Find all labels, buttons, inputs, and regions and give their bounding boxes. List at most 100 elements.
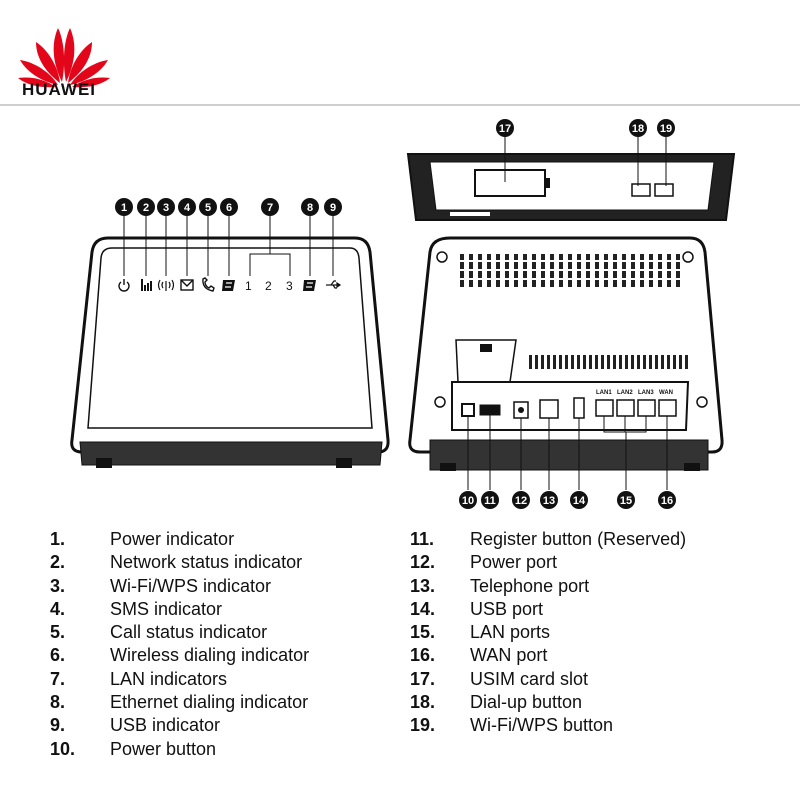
router-side-view (406, 153, 736, 221)
callout-8: 8 (301, 198, 319, 216)
rear-screw (696, 396, 708, 408)
svg-text:4: 4 (184, 202, 191, 214)
power-button[interactable] (461, 403, 475, 417)
callout-14: 14 (570, 491, 588, 509)
svg-text:7: 7 (267, 202, 273, 214)
legend-label: Wi-Fi/WPS indicator (110, 575, 272, 596)
usim-card-slot[interactable] (474, 169, 546, 197)
legend-number: 8. (50, 692, 66, 713)
svg-text:6: 6 (226, 202, 232, 214)
legend-number: 10. (50, 738, 76, 759)
legend-label: Call status indicator (110, 622, 268, 643)
power-icon (118, 279, 130, 292)
callout-4: 4 (178, 198, 196, 216)
legend-number: 7. (50, 668, 66, 689)
lan-port-1[interactable] (595, 399, 614, 417)
legend-number: 14. (410, 598, 436, 619)
front-lan-digit-1: 1 (245, 279, 252, 293)
rear-port-label-lan2: LAN2 (617, 390, 633, 396)
lan-port-3[interactable] (637, 399, 656, 417)
rear-screw (434, 396, 446, 408)
rear-port-label-lan1: LAN1 (596, 390, 612, 396)
legend-number: 11. (410, 529, 435, 549)
legend-number: 1. (50, 529, 66, 549)
legend-number: 12. (410, 552, 436, 573)
callout-11: 11 (481, 491, 499, 509)
usb-icon (326, 280, 342, 289)
rear-foot-right (684, 463, 700, 471)
legend-label: Wireless dialing indicator (110, 645, 310, 666)
callout-19: 19 (657, 119, 675, 137)
callout-6: 6 (220, 198, 238, 216)
svg-text:15: 15 (620, 495, 632, 507)
legend-number: 2. (50, 552, 66, 573)
rear-port-panel (451, 381, 690, 431)
callout-16: 16 (658, 491, 676, 509)
svg-text:16: 16 (661, 495, 673, 507)
front-leader-lines (123, 216, 334, 276)
svg-text:13: 13 (543, 495, 555, 507)
telephone-port[interactable] (539, 399, 559, 419)
dial-up-button[interactable] (631, 183, 651, 197)
front-body-outer (70, 236, 390, 454)
usim-slot-latch (545, 178, 550, 188)
legend-number: 9. (50, 715, 66, 736)
callout-9: 9 (324, 198, 342, 216)
register-button[interactable] (479, 404, 501, 416)
callout-18: 18 (629, 119, 647, 137)
callout-17: 17 (496, 119, 514, 137)
legend-label: Dial-up button (470, 692, 583, 713)
router-rear-view: LAN1 LAN2 LAN3 WAN (408, 236, 724, 471)
envelope-icon (180, 279, 194, 291)
legend-number: 16. (410, 645, 436, 666)
rear-port-label-wan: WAN (659, 390, 673, 396)
brand-name: HUAWEI (22, 80, 96, 99)
front-body-inner (87, 247, 373, 429)
wan-port[interactable] (658, 399, 677, 417)
svg-text:19: 19 (660, 123, 672, 135)
rear-port-label-lan3: LAN3 (638, 390, 654, 396)
rear-screw (436, 251, 448, 263)
legend-label: LAN ports (470, 622, 551, 643)
rear-screw (682, 251, 694, 263)
router-front-view: 1 2 3 (70, 236, 390, 468)
legend-label: SMS indicator (110, 598, 223, 619)
phone-icon (202, 277, 215, 292)
svg-text:14: 14 (573, 495, 586, 507)
legend-number: 3. (50, 575, 66, 596)
usb-port[interactable] (573, 397, 585, 419)
legend-number: 13. (410, 575, 436, 596)
svg-text:10: 10 (462, 495, 474, 507)
legend-label: Telephone port (470, 575, 590, 596)
svg-text:3: 3 (163, 202, 169, 214)
lan-port-2[interactable] (616, 399, 635, 417)
callout-3: 3 (157, 198, 175, 216)
callout-15: 15 (617, 491, 635, 509)
svg-text:12: 12 (515, 495, 527, 507)
svg-text:1: 1 (121, 202, 127, 214)
power-port-pin (518, 407, 524, 413)
legend-number: 15. (410, 622, 436, 643)
wifi-wps-button[interactable] (654, 183, 674, 197)
rear-leader-lines (467, 415, 668, 490)
legend-number: 18. (410, 692, 436, 713)
front-lan-digit-2: 2 (265, 279, 272, 293)
side-grip (450, 212, 490, 216)
legend-label: Wi-Fi/WPS button (470, 715, 614, 736)
legend-label: Power button (110, 738, 217, 759)
legend-label: Power indicator (110, 529, 235, 549)
legend-label: Power port (470, 552, 558, 573)
callout-1: 1 (115, 198, 133, 216)
legend-number: 4. (50, 598, 66, 619)
legend-label: WAN port (470, 645, 548, 666)
callout-13: 13 (540, 491, 558, 509)
legend-number: 5. (50, 622, 66, 643)
globe-icon (303, 280, 316, 291)
callout-10: 10 (459, 491, 477, 509)
lock-icon (480, 344, 492, 352)
header-divider (0, 104, 800, 106)
svg-text:18: 18 (632, 123, 644, 135)
globe-icon (222, 280, 235, 291)
svg-text:11: 11 (484, 495, 496, 507)
huawei-logo (18, 28, 110, 88)
